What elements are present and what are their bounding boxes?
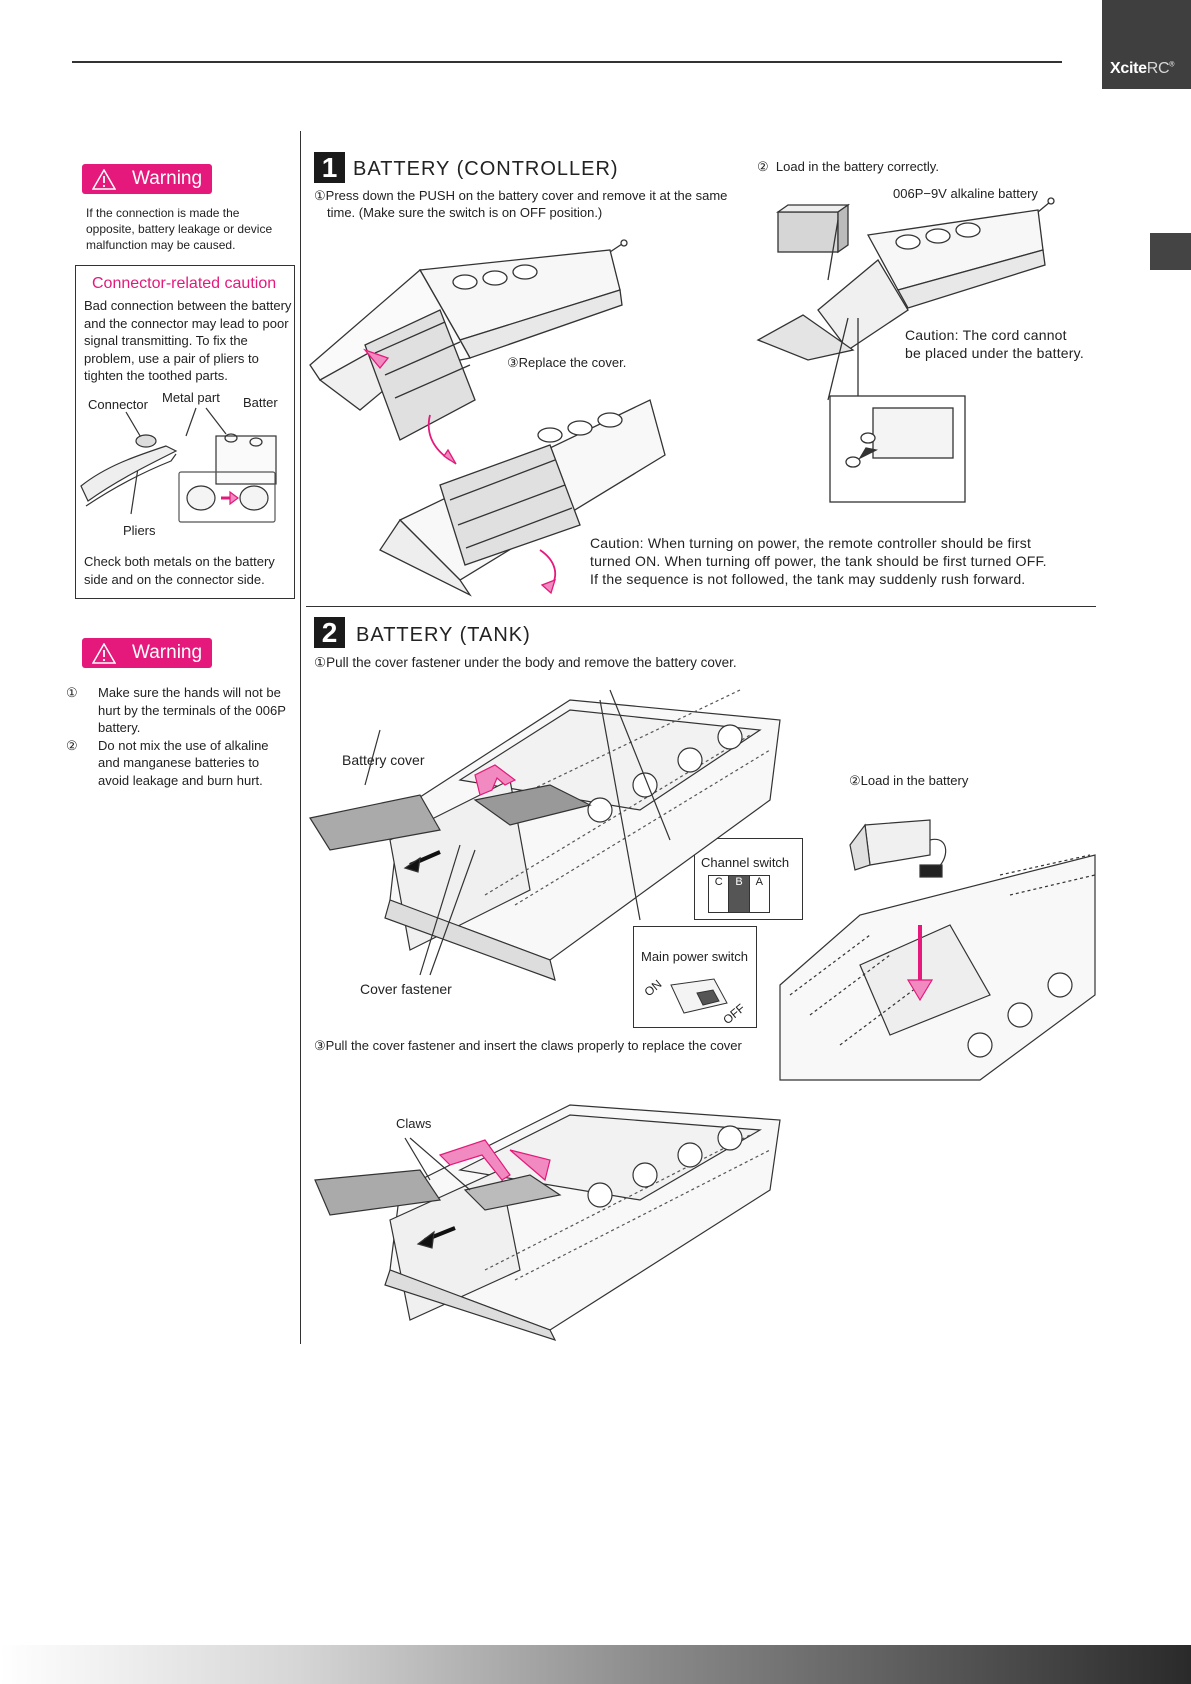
section-2-number: 2 (314, 617, 345, 648)
pliers-connector-illustration (76, 406, 294, 526)
section-2-step-2: ②Load in the battery (849, 773, 968, 789)
warning-badge-2: Warning (82, 638, 212, 668)
section-1-step-2: ② Load in the battery correctly. (757, 159, 939, 175)
power-caution-line-3: If the sequence is not followed, the tan… (590, 570, 1025, 588)
section-1-step-1-line-2: time. (Make sure the switch is on OFF po… (327, 205, 602, 220)
section-2-title: BATTERY (TANK) (356, 624, 531, 647)
battery-type-label: 006P−9V alkaline battery (893, 186, 1038, 201)
tank-open-cover-illustration (310, 690, 790, 980)
header-rule (72, 61, 1062, 63)
brand-tab: XciteRC® (1102, 0, 1191, 89)
column-divider (300, 131, 301, 1344)
section-1-number: 1 (314, 152, 345, 183)
warning-label: Warning (132, 642, 202, 664)
section-2-step-1: ①Pull the cover fastener under the body … (314, 655, 737, 671)
section-1-title: BATTERY (CONTROLLER) (353, 158, 619, 181)
warning-triangle-icon (92, 169, 116, 190)
power-caution-line-1: Caution: When turning on power, the remo… (590, 534, 1031, 552)
warning-badge-1: Warning (82, 164, 212, 194)
warning-triangle-icon (92, 643, 116, 664)
warning-label: Warning (132, 168, 202, 190)
connector-caution-title: Connector-related caution (92, 275, 276, 293)
cover-fastener-label: Cover fastener (360, 981, 452, 997)
connector-caution-footer: Check both metals on the battery side an… (84, 553, 292, 588)
section-divider (306, 606, 1096, 607)
section-1-step-1-line-1: ①Press down the PUSH on the battery cove… (314, 188, 727, 204)
connector-caution-text: Bad connection between the battery and t… (84, 297, 292, 385)
controller-battery-illustration (758, 200, 1048, 505)
section-2-step-3: ③Pull the cover fastener and insert the … (314, 1038, 742, 1054)
warning-1-text: If the connection is made the opposite, … (86, 205, 291, 253)
power-switch-icon (669, 977, 729, 1017)
brand-logo: XciteRC® (1110, 60, 1174, 78)
tank-replace-cover-illustration (310, 1100, 790, 1340)
chapter-tab (1150, 233, 1191, 270)
footer-bar (0, 1645, 1191, 1684)
power-caution-line-2: turned ON. When turning off power, the t… (590, 552, 1047, 570)
metal-part-label: Metal part (162, 390, 220, 405)
switch-on-label: ON (642, 977, 665, 999)
controller-illustration-open (310, 250, 640, 600)
connector-caution-box: Connector-related caution Bad connection… (75, 265, 295, 599)
tank-battery-illustration (780, 815, 1095, 1080)
